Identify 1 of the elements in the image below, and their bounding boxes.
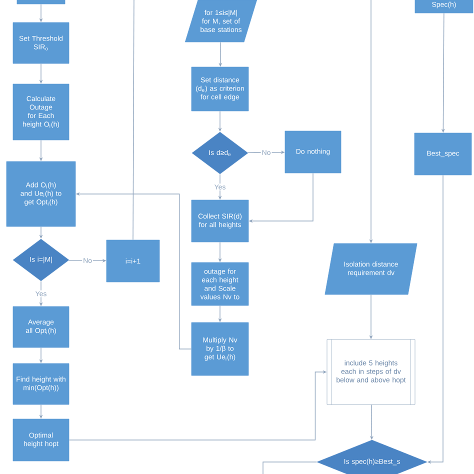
process-box <box>16 0 66 4</box>
